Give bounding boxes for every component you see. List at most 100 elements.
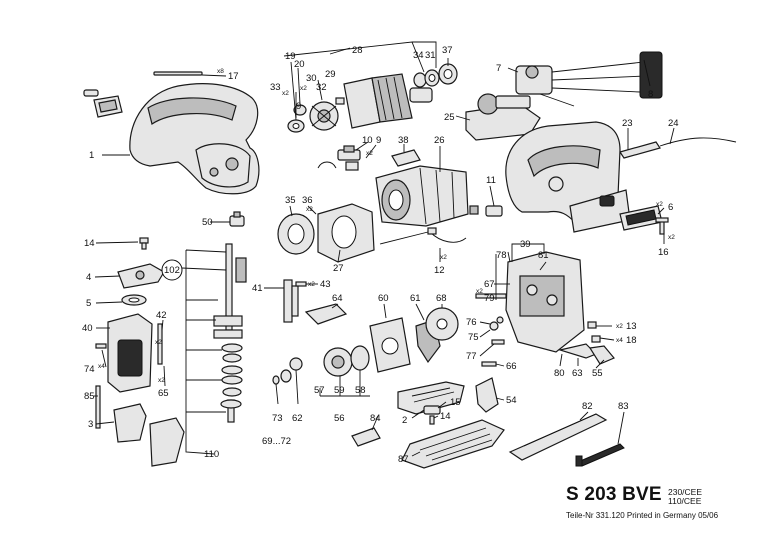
part-label-plate xyxy=(83,89,123,118)
voltage-label-2: 110/CEE xyxy=(668,496,702,506)
part-40-cover xyxy=(107,313,153,393)
callout-7: 7 xyxy=(496,63,501,74)
part-26-motor-housing xyxy=(375,165,469,227)
callout-42: 42 xyxy=(156,310,167,321)
part-23-cable-sleeve xyxy=(619,137,737,159)
part-57-59-gear xyxy=(323,345,370,377)
part-60-gear-plate xyxy=(369,317,411,373)
qty-13: x2 xyxy=(616,323,623,330)
callout-54: 54 xyxy=(506,395,517,406)
callout-13: 13 xyxy=(626,321,637,332)
part-34-31-bearings xyxy=(413,69,440,88)
part-43-screw xyxy=(295,281,307,287)
qty-79: x2 xyxy=(476,288,483,295)
callout-38: 38 xyxy=(398,135,409,146)
callout-57: 57 xyxy=(314,385,325,396)
part-17-screw xyxy=(153,71,203,76)
part-87-base-plate xyxy=(401,419,505,469)
callout-41: 41 xyxy=(252,283,263,294)
part-41-bracket xyxy=(283,279,299,323)
part-16-screw xyxy=(655,217,669,235)
part-37-bearing xyxy=(438,63,458,85)
part-3-cover xyxy=(113,403,185,467)
callout-73: 73 xyxy=(272,413,283,424)
qty-16: x2 xyxy=(668,234,675,241)
callout-110: 110 xyxy=(204,449,219,460)
callout-76: 76 xyxy=(466,317,477,328)
leader-lines xyxy=(94,41,675,457)
callout-74: 74 xyxy=(84,364,95,375)
part-14b-screw xyxy=(429,415,435,425)
callout-29: 29 xyxy=(325,69,336,80)
callout-85: 85 xyxy=(84,391,95,402)
part-handle-housing-right xyxy=(505,121,631,233)
callout-66: 66 xyxy=(506,361,517,372)
callout-6: 6 xyxy=(668,202,673,213)
qty-17: x8 xyxy=(217,68,224,75)
callout-26: 26 xyxy=(434,135,445,146)
part-82-rail xyxy=(508,413,608,461)
callout-32: 32 xyxy=(316,82,327,93)
part-80-63-55-lever xyxy=(557,343,615,365)
qty-42: x2 xyxy=(155,339,162,346)
callout-82: 82 xyxy=(582,401,593,412)
part-5-ring xyxy=(121,294,147,306)
callout-8: 8 xyxy=(648,89,653,100)
part-64-bracket xyxy=(304,303,348,325)
callout-30: 30 xyxy=(306,73,317,84)
qty-18: x4 xyxy=(616,337,623,344)
callout-61: 61 xyxy=(410,293,421,304)
qty-65: x2 xyxy=(158,377,165,384)
callout-75: 75 xyxy=(468,332,479,343)
callout-2: 2 xyxy=(402,415,407,426)
callout-36: 36 xyxy=(302,195,313,206)
callout-79: 79 xyxy=(484,293,495,304)
part-38-brush-holder xyxy=(391,149,421,167)
qty-6: x2 xyxy=(656,201,663,208)
callout-102: 102 xyxy=(164,265,180,276)
qty-9b: x2 xyxy=(366,150,373,157)
part-33-washer xyxy=(287,119,305,133)
callout-68: 68 xyxy=(436,293,447,304)
part-27-field-coil xyxy=(317,203,375,263)
callout-77: 77 xyxy=(466,351,477,362)
callout-27: 27 xyxy=(333,263,344,274)
callout-14b: 14 xyxy=(440,411,451,422)
callout-55: 55 xyxy=(592,368,603,379)
callout-87: 87 xyxy=(398,454,409,465)
callout-25: 25 xyxy=(444,112,455,123)
part-68-disc xyxy=(425,307,459,341)
part-85-rod xyxy=(95,385,101,429)
qty-43: x2 xyxy=(308,281,315,288)
callout-37: 37 xyxy=(442,45,453,56)
part-56-slide-plate xyxy=(397,381,465,415)
part-32-fan xyxy=(309,101,339,131)
part-11-switch-clip xyxy=(469,205,503,217)
part-25-switch-plate xyxy=(465,93,541,141)
callout-18: 18 xyxy=(626,335,637,346)
part-54-clamp xyxy=(475,377,499,413)
callout-5: 5 xyxy=(86,298,91,309)
callout-40: 40 xyxy=(82,323,93,334)
callout-10: 10 xyxy=(362,135,373,146)
qty-74: x4 xyxy=(98,363,105,370)
callout-9b: 9 xyxy=(376,135,381,146)
callout-67: 67 xyxy=(484,279,495,290)
callout-60: 60 xyxy=(378,293,389,304)
qty-33: x2 xyxy=(282,90,289,97)
callout-15: 15 xyxy=(450,397,461,408)
callout-17: 17 xyxy=(228,71,239,82)
part-9b-clip xyxy=(317,161,359,171)
callout-35: 35 xyxy=(285,195,296,206)
callout-34: 34 xyxy=(413,50,424,61)
callout-64: 64 xyxy=(332,293,343,304)
callout-80: 80 xyxy=(554,368,565,379)
part-66-pin xyxy=(481,361,497,367)
footer-part-number: Teile-Nr 331.120 Printed in Germany 05/0… xyxy=(566,511,719,520)
part-79-rod xyxy=(475,293,507,299)
part-29-armature xyxy=(335,73,433,129)
callout-62: 62 xyxy=(292,413,303,424)
callout-11: 11 xyxy=(486,175,496,186)
callout-14: 14 xyxy=(84,238,95,249)
